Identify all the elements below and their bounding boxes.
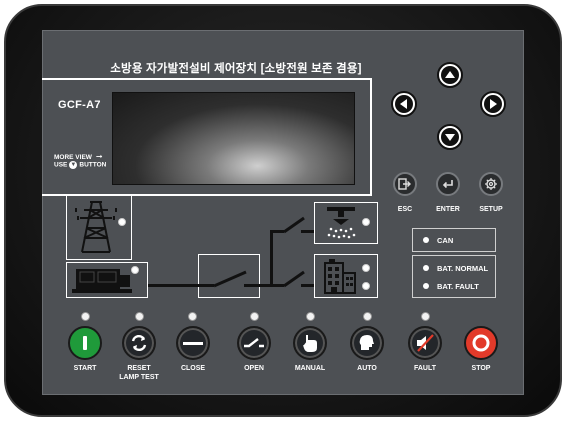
nav-left-button[interactable]: [391, 91, 417, 117]
bat-fault-label: BAT. FAULT: [437, 282, 479, 291]
can-label: CAN: [437, 236, 454, 245]
building-led-2: [362, 282, 370, 290]
more-view-hint: MORE VIEW➞: [54, 152, 103, 161]
building-box: [314, 254, 378, 298]
reset-label: RESET LAMP TEST: [109, 364, 169, 382]
down-button-hint-icon: ▼: [69, 161, 78, 169]
open-led: [250, 312, 259, 321]
bus-line-to-junction: [260, 284, 272, 287]
breaker-right-line: [244, 284, 260, 287]
lower-feeder-line-b: [301, 284, 315, 287]
up-arrow-icon: [441, 66, 459, 84]
reset-lamp-test-button[interactable]: [122, 326, 156, 360]
utility-led: [118, 218, 126, 226]
upper-feeder-line-b: [301, 230, 315, 233]
stop-button[interactable]: [464, 326, 498, 360]
manual-button[interactable]: [293, 326, 327, 360]
utility-source-box: [66, 194, 132, 260]
bat-normal-led: [423, 265, 429, 271]
building-led-1: [362, 264, 370, 272]
upper-feeder-line-a: [270, 230, 284, 233]
bat-normal-label: BAT. NORMAL: [437, 264, 489, 273]
generator-icon: [72, 269, 132, 293]
down-arrow-icon: [441, 128, 459, 146]
button-text: BUTTON: [79, 161, 107, 169]
auto-led: [363, 312, 372, 321]
auto-button[interactable]: [350, 326, 384, 360]
can-led: [423, 237, 429, 243]
sprinkler-led: [362, 218, 370, 226]
sprinkler-box: [314, 202, 378, 244]
open-label: OPEN: [244, 365, 264, 372]
power-tower-icon: [75, 201, 117, 253]
enter-button[interactable]: [436, 172, 460, 196]
close-label: CLOSE: [180, 365, 206, 372]
exit-icon: [398, 178, 411, 190]
fault-led: [421, 312, 430, 321]
open-button[interactable]: [237, 326, 271, 360]
generator-box: [66, 262, 148, 298]
start-led: [81, 312, 90, 321]
nav-up-button[interactable]: [437, 62, 463, 88]
enter-label: ENTER: [436, 206, 460, 213]
gen-bus-line: [148, 284, 198, 287]
close-breaker-icon: [183, 342, 203, 345]
display-frame: [42, 78, 372, 196]
stop-label: STOP: [471, 365, 491, 372]
use-button-hint: USE▼BUTTON: [54, 161, 106, 169]
nav-right-button[interactable]: [480, 91, 506, 117]
manual-label: MANUAL: [294, 365, 326, 372]
right-arrow-icon: [484, 95, 502, 113]
bat-fault-led: [423, 283, 429, 289]
model-label: GCF-A7: [58, 99, 101, 111]
fault-label: FAULT: [413, 365, 437, 372]
mute-speaker-icon: [417, 334, 434, 352]
right-arrow-hint-icon: ➞: [95, 152, 103, 161]
lower-switch-icon: [283, 270, 305, 288]
generator-led: [131, 266, 139, 274]
fault-button[interactable]: [408, 326, 442, 360]
nav-down-button[interactable]: [437, 124, 463, 150]
lamp-test-text: LAMP TEST: [119, 374, 159, 381]
breaker-box: [198, 254, 260, 298]
hand-icon: [303, 335, 317, 352]
bus-vertical-line: [270, 230, 273, 287]
breaker-left-line: [198, 284, 214, 287]
esc-button[interactable]: [393, 172, 417, 196]
gear-icon: [485, 178, 497, 190]
reset-text: RESET: [127, 365, 151, 372]
reset-led: [135, 312, 144, 321]
battery-status-box: [412, 255, 496, 298]
sprinkler-icon: [327, 207, 356, 239]
left-arrow-icon: [395, 95, 413, 113]
open-breaker-icon: [244, 338, 264, 348]
start-button[interactable]: [68, 326, 102, 360]
use-text: USE: [54, 161, 68, 169]
enter-icon: [442, 180, 453, 189]
stop-icon: [472, 334, 490, 352]
breaker-switch-icon: [213, 270, 247, 288]
esc-label: ESC: [397, 206, 413, 213]
auto-head-icon: [359, 335, 374, 350]
control-panel: [42, 30, 524, 395]
building-icon: [324, 259, 356, 294]
lcd-display: [112, 92, 355, 185]
setup-button[interactable]: [479, 172, 503, 196]
more-view-text: MORE VIEW: [54, 154, 92, 161]
setup-label: SETUP: [479, 206, 503, 213]
lower-feeder-line-a: [270, 284, 284, 287]
panel-title: 소방용 자가발전설비 제어장치 [소방전원 보존 겸용]: [110, 63, 362, 75]
close-led: [188, 312, 197, 321]
start-label: START: [73, 365, 97, 372]
reset-icon: [131, 334, 147, 352]
upper-switch-icon: [283, 216, 305, 234]
manual-led: [306, 312, 315, 321]
auto-label: AUTO: [357, 365, 377, 372]
can-status-box: [412, 228, 496, 252]
close-button[interactable]: [176, 326, 210, 360]
start-icon: [83, 336, 87, 350]
